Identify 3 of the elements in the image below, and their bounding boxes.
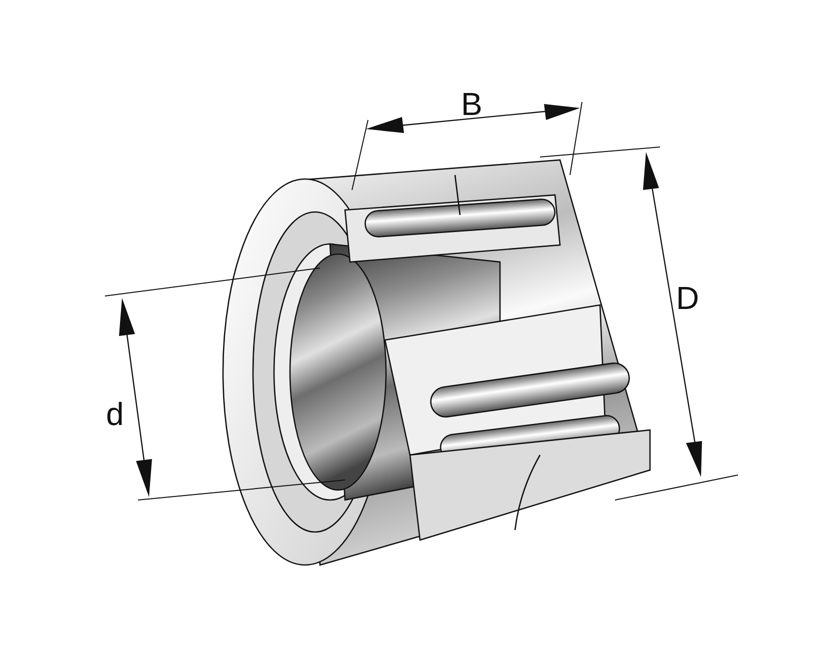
dimension-label: d bbox=[106, 398, 124, 430]
dimension-label: D bbox=[676, 282, 700, 314]
dimension-label: B bbox=[461, 88, 482, 120]
